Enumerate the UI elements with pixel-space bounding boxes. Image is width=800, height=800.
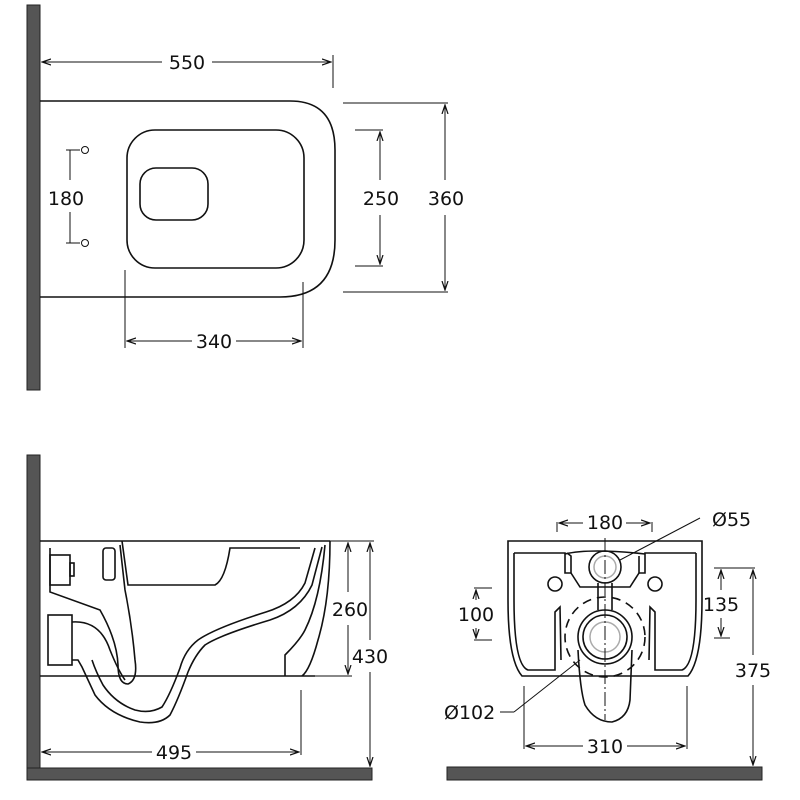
dim-seat-length-label: 340 (196, 331, 232, 353)
dim-rim-height-label: 430 (352, 646, 388, 668)
trapway (72, 546, 323, 724)
top-view: 550 180 250 360 340 (26, 4, 464, 391)
waste-connector (47, 614, 73, 666)
wall (26, 4, 41, 391)
dim-floor-height-label: 375 (735, 660, 771, 682)
fixing-bracket (49, 554, 71, 586)
dim-outlet-height-label: 135 (703, 594, 739, 616)
dim-projection-label: 495 (156, 742, 192, 764)
dim-base-width-label: 310 (587, 736, 623, 758)
dim-bowl-height-label: 260 (332, 599, 368, 621)
left-cavity (513, 552, 572, 671)
dim-fixing-spacing-label: 180 (48, 188, 84, 210)
floor (26, 767, 373, 781)
side-view: 260 430 495 (26, 454, 388, 781)
bowl-inner (284, 544, 326, 676)
dim-seat-width-label: 250 (363, 188, 399, 210)
seat-outline (126, 129, 305, 269)
wall (26, 454, 41, 781)
dim-width-label: 360 (428, 188, 464, 210)
dim-outlet-diameter-label: Ø102 (444, 702, 495, 724)
body-outline (507, 540, 703, 677)
dim-fixing-spacing-rear-label: 180 (587, 512, 623, 534)
bowl-opening (139, 167, 209, 221)
trap-spigot (577, 649, 633, 723)
floor (446, 766, 763, 781)
right-cavity (638, 552, 697, 671)
pan-profile (301, 540, 331, 677)
rear-view: 180 Ø55 100 135 375 Ø102 310 (444, 509, 771, 781)
dim-length-label: 550 (169, 52, 205, 74)
fixing-hole (81, 239, 89, 247)
fixing-hole (547, 576, 563, 592)
fixing-hole (647, 576, 663, 592)
fixing-hole (81, 146, 89, 154)
dim-inlet-offset-label: 100 (458, 604, 494, 626)
dim-inlet-diameter-label: Ø55 (712, 509, 751, 531)
